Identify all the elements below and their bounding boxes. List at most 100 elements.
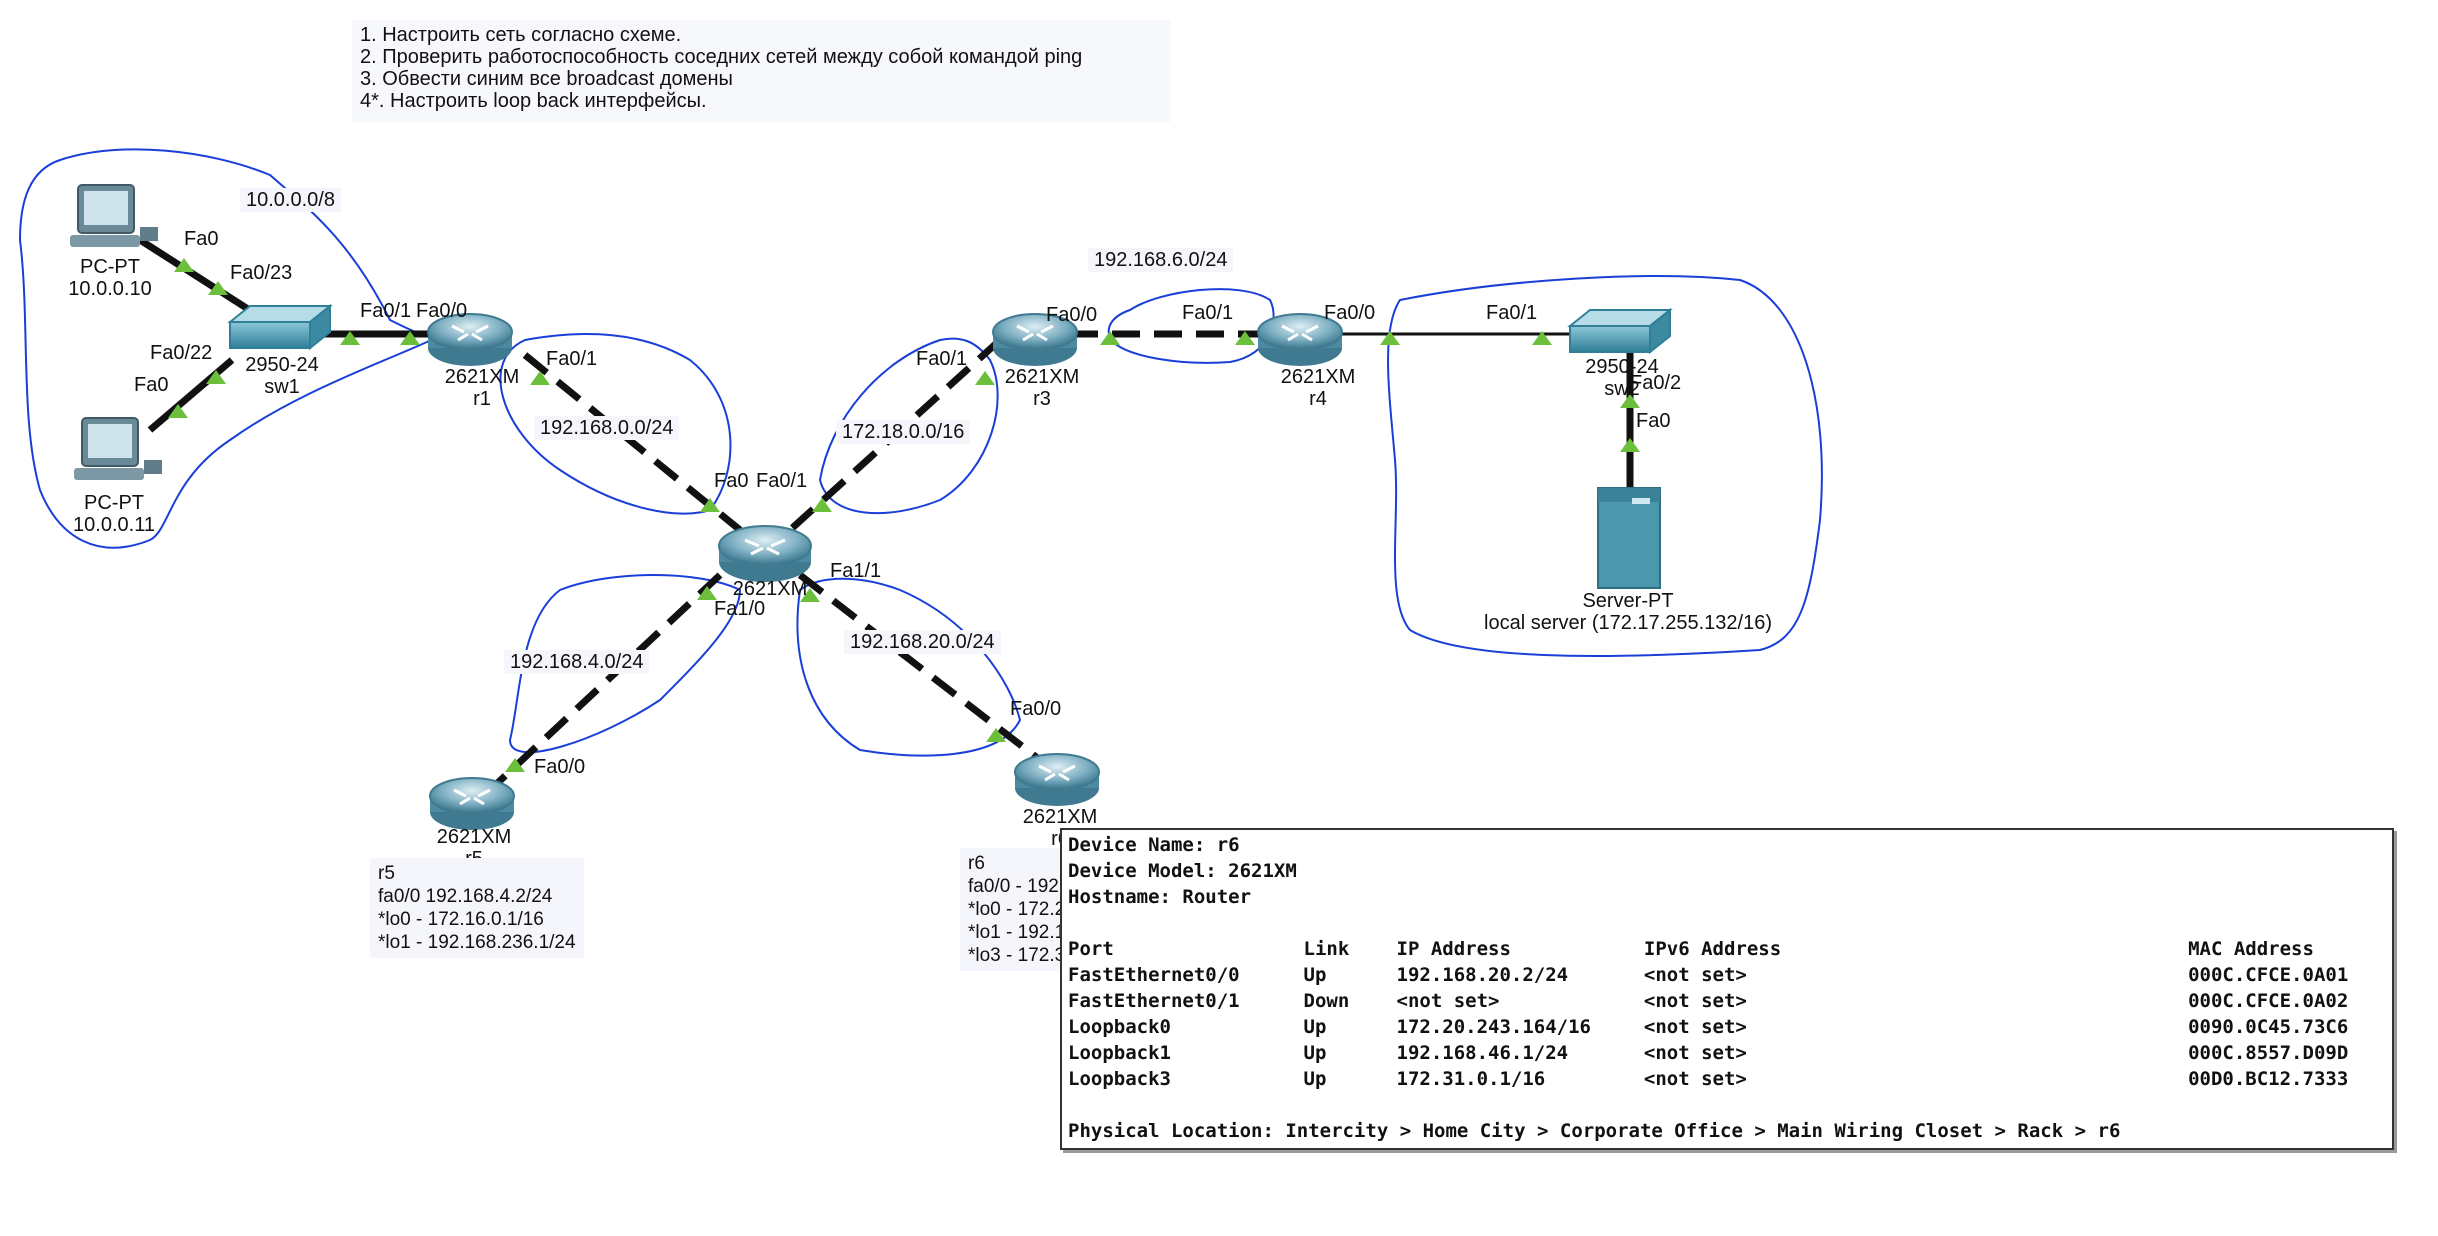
port-label: Fa0/0 [1324, 302, 1376, 324]
table-row: FastEthernet0/0 Up 192.168.20.2/24 <not … [1068, 962, 2386, 988]
port-up-icon [400, 331, 420, 345]
cell-ipv6: <not set> [1643, 990, 1747, 1012]
header-mac: MAC Address [2188, 938, 2314, 960]
cell-ip: 172.20.243.164/16 [1396, 1016, 1591, 1038]
cell-port: Loopback1 [1068, 1042, 1171, 1064]
info-device-name: Device Name: r6 [1068, 834, 1240, 856]
cell-port: Loopback3 [1068, 1068, 1171, 1090]
port-up-icon [1532, 331, 1552, 345]
port-up-icon [697, 586, 717, 600]
port-label: Fa0/0 [1046, 304, 1098, 326]
port-up-icon [168, 404, 188, 418]
port-label: Fa1/1 [830, 560, 882, 582]
cell-ipv6: <not set> [1643, 1068, 1747, 1090]
switch-icon [1567, 307, 1673, 355]
task-list: 1. Настроить сеть согласно схеме. 2. Про… [352, 20, 1170, 122]
cell-port: FastEthernet0/1 [1068, 990, 1240, 1012]
note-line: *lo1 - 192.168.236.1/24 [378, 932, 576, 953]
cell-port: Loopback0 [1068, 1016, 1171, 1038]
network-label: 192.168.0.0/24 [534, 416, 680, 440]
link-r1-r2 [522, 352, 743, 533]
device-ip: 10.0.0.11 [73, 514, 155, 536]
cell-port: FastEthernet0/0 [1068, 964, 1240, 986]
port-up-icon [530, 371, 550, 385]
device-label-server: Server-PT local server (172.17.255.132/1… [1484, 590, 1772, 634]
port-label: Fa0 [184, 228, 219, 250]
device-label-sw2: 2950-24 sw2 [1585, 356, 1658, 400]
network-label: 192.168.20.0/24 [844, 630, 1001, 654]
cell-link: Down [1303, 990, 1350, 1012]
cell-link: Up [1303, 964, 1327, 986]
device-model: 2621XM [1004, 366, 1080, 388]
links [138, 237, 1634, 793]
link-r2-r6 [797, 572, 1043, 763]
router-icon [429, 777, 515, 830]
network-label: 10.0.0.0/8 [240, 188, 341, 212]
port-up-icon [1620, 438, 1640, 452]
port-label: Fa0/0 [1010, 698, 1062, 720]
port-label: Fa0/1 [756, 470, 808, 492]
router-icon [1014, 753, 1100, 806]
device-type: PC-PT [79, 256, 140, 278]
header-port: Port [1068, 938, 1114, 960]
port-label: Fa0/0 [416, 300, 468, 322]
switch-icon [227, 303, 333, 351]
cell-ipv6: <not set> [1643, 1016, 1747, 1038]
device-label-pc2: PC-PT 10.0.0.11 [73, 492, 155, 536]
note-line: r6 [968, 853, 985, 874]
cell-ipv6: <not set> [1643, 964, 1747, 986]
device-model: 2621XM [436, 826, 512, 848]
pc-icon [74, 417, 162, 480]
broadcast-domains [18, 148, 1823, 757]
device-hostname: r1 [473, 388, 491, 410]
router-icon [427, 313, 513, 366]
port-label: Fa0/1 [1486, 302, 1538, 324]
device-label-r2: 2621XM [733, 578, 808, 600]
table-row: Loopback0 Up 172.20.243.164/16 <not set>… [1068, 1014, 2386, 1040]
port-label: Fa0 [1636, 410, 1671, 432]
network-label: 172.18.0.0/16 [836, 420, 971, 444]
info-physical-location: Physical Location: Intercity > Home City… [1068, 1120, 2121, 1142]
cell-mac: 000C.CFCE.0A02 [2188, 990, 2349, 1012]
link-r2-r5 [487, 572, 723, 793]
port-up-icon [800, 588, 820, 602]
port-up-icon [206, 370, 226, 384]
device-label-sw1: 2950-24 sw1 [245, 354, 318, 398]
port-label: Fa0/2 [1630, 372, 1682, 394]
device-hostname: r4 [1309, 388, 1327, 410]
network-label: 192.168.6.0/24 [1088, 248, 1234, 272]
port-indicators [168, 258, 1640, 772]
info-hostname: Hostname: Router [1068, 886, 1252, 908]
port-label: Fa0/1 [360, 300, 412, 322]
device-type: Server-PT [1582, 590, 1674, 612]
port-label: Fa0 [134, 374, 169, 396]
port-up-icon [812, 498, 832, 512]
domain-outline-4 [508, 574, 742, 754]
device-info-popup: Device Name: r6 Device Model: 2621XM Hos… [1060, 828, 2394, 1150]
port-up-icon [1620, 394, 1640, 408]
cell-ip: 172.31.0.1/16 [1396, 1068, 1546, 1090]
note-line: *lo0 - 172.16.0.1/16 [378, 909, 544, 930]
port-up-icon [986, 728, 1006, 742]
device-hostname: sw2 [1604, 378, 1640, 400]
domain-outline-6 [1107, 288, 1275, 364]
table-row: Loopback3 Up 172.31.0.1/16 <not set> 00D… [1068, 1066, 2386, 1092]
cell-ip: 192.168.46.1/24 [1396, 1042, 1569, 1064]
task-item: 4*. Настроить loop back интерфейсы. [360, 90, 707, 112]
server-icon [1597, 487, 1661, 589]
device-hostname: r3 [1033, 388, 1051, 410]
pc-icon [70, 184, 158, 247]
cell-link: Up [1303, 1068, 1327, 1090]
device-model: 2621XM [444, 366, 520, 388]
port-up-icon [505, 758, 525, 772]
r5-config-note: r5 fa0/0 192.168.4.2/24 *lo0 - 172.16.0.… [370, 858, 584, 958]
port-label: Fa0 [714, 470, 749, 492]
port-label: Fa0/22 [150, 342, 213, 364]
port-up-icon [1235, 331, 1255, 345]
device-model: 2950-24 [1585, 356, 1659, 378]
header-link: Link [1303, 938, 1350, 960]
port-up-icon [340, 331, 360, 345]
cell-mac: 000C.8557.D09D [2188, 1042, 2349, 1064]
